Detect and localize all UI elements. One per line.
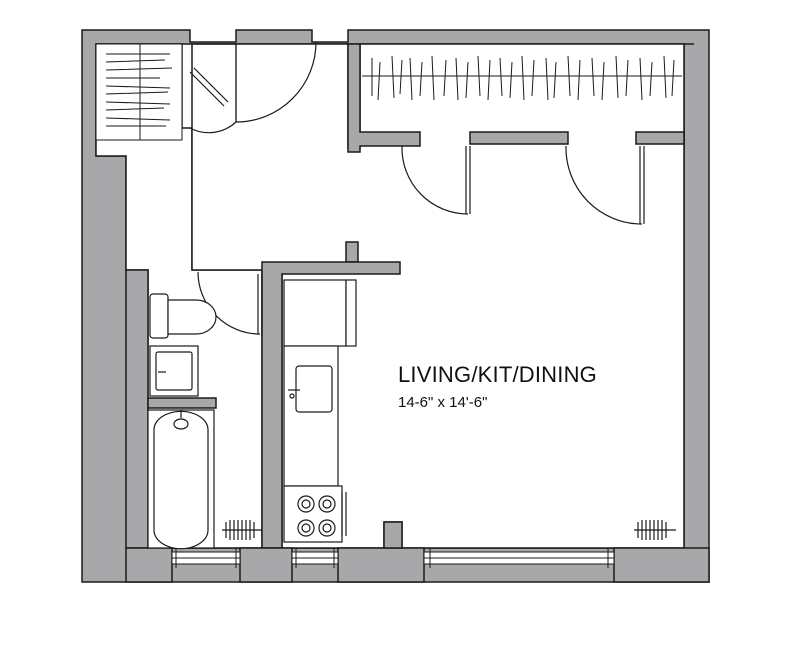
bottom-wall [125, 547, 710, 583]
refrigerator [283, 279, 357, 347]
closet-divider [469, 131, 569, 145]
windows [171, 548, 615, 568]
stove [283, 485, 347, 543]
kitchen-bump [383, 521, 403, 549]
partition-post [345, 241, 359, 263]
hangers-left [105, 53, 173, 127]
room-label: LIVING/KIT/DINING [398, 362, 597, 387]
closet-front-wall [347, 43, 421, 153]
radiator-bath [222, 520, 262, 540]
closet-left [95, 43, 183, 141]
closet-doors-right [401, 145, 645, 225]
radiator-living [634, 520, 676, 540]
bath-sink-wall [147, 397, 217, 409]
closet-right [362, 55, 682, 101]
entry-door [235, 41, 317, 123]
kitchen-counter [283, 345, 339, 487]
window-kitchen [291, 548, 339, 568]
toilet [149, 293, 217, 339]
window-bath [171, 548, 241, 568]
hangers-right [371, 55, 675, 101]
window-living [423, 548, 615, 568]
room-dimensions: 14-6" x 14'-6" [398, 394, 488, 411]
closet-divider-right [635, 131, 685, 145]
bathroom-sink [149, 345, 199, 397]
bath-wall-left [125, 269, 149, 549]
bathtub [147, 409, 215, 550]
